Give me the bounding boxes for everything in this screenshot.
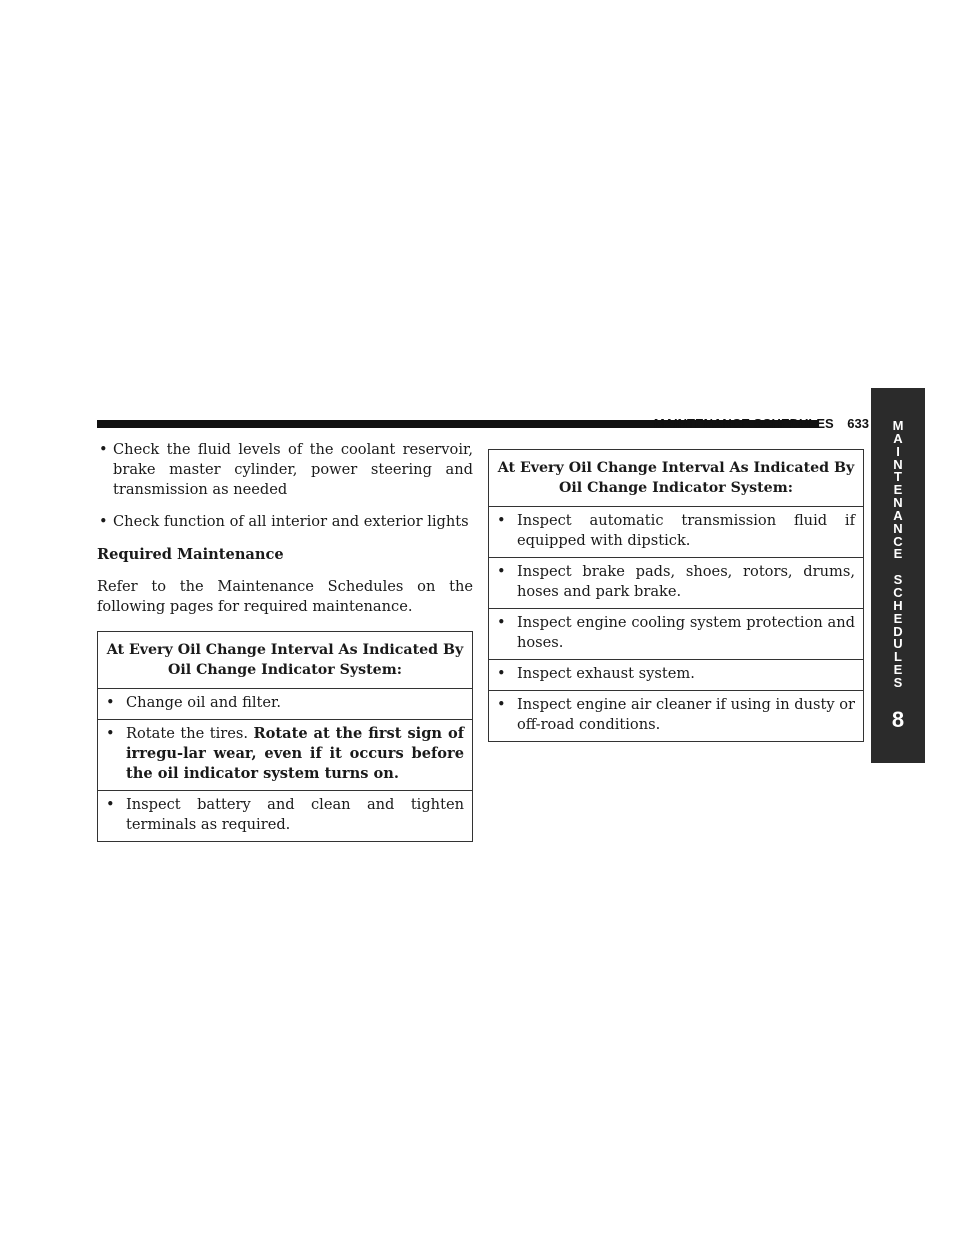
- page-number: 633: [847, 416, 869, 431]
- tab-letter: S: [893, 572, 903, 588]
- table-row-text: Inspect engine cooling system protection…: [517, 614, 855, 651]
- bullet-icon: •: [106, 694, 115, 711]
- table-heading: At Every Oil Change Interval As Indicate…: [98, 632, 472, 689]
- maintenance-table-right: At Every Oil Change Interval As Indicate…: [488, 449, 864, 742]
- left-column: • Check the fluid levels of the coolant …: [97, 440, 473, 842]
- tab-letter: N: [893, 495, 903, 511]
- tab-letter: U: [893, 636, 903, 652]
- tab-letter: L: [894, 649, 902, 665]
- tab-letter: A: [893, 430, 903, 446]
- bullet-icon: •: [497, 563, 506, 580]
- table-heading: At Every Oil Change Interval As Indicate…: [489, 450, 863, 507]
- tab-letter: C: [893, 584, 903, 600]
- table-row-text: Inspect exhaust system.: [517, 665, 695, 682]
- tab-letter: T: [894, 469, 902, 485]
- section-heading: Required Maintenance: [97, 546, 284, 563]
- tab-letter: I: [896, 443, 900, 459]
- table-row: • Inspect engine cooling system protecti…: [489, 609, 863, 660]
- tab-letter: E: [893, 610, 903, 626]
- intro-paragraph: Refer to the Maintenance Schedules on th…: [97, 578, 473, 615]
- bullet-icon: •: [497, 665, 506, 682]
- table-row: • Inspect automatic transmission fluid i…: [489, 507, 863, 558]
- bullet-icon: •: [99, 441, 108, 458]
- tab-letter: C: [893, 533, 903, 549]
- tab-letter: S: [893, 674, 903, 690]
- list-item: • Check the fluid levels of the coolant …: [97, 440, 473, 500]
- right-column: At Every Oil Change Interval As Indicate…: [488, 449, 864, 742]
- header-rule: [97, 420, 819, 428]
- table-row-text: Inspect engine air cleaner if using in d…: [517, 696, 855, 733]
- table-row-text: Change oil and filter.: [126, 694, 282, 711]
- table-row: • Inspect brake pads, shoes, rotors, dru…: [489, 558, 863, 609]
- table-row-emphasis: Rotate at the first sign of irregu-lar w…: [126, 725, 464, 782]
- tab-letter: H: [893, 597, 903, 613]
- maintenance-table-left: At Every Oil Change Interval As Indicate…: [97, 631, 473, 842]
- chapter-tab: M A I N T E N A N C E S C H E D U L E S …: [871, 388, 925, 763]
- list-item: • Check function of all interior and ext…: [97, 512, 473, 532]
- table-row-text: Rotate the tires.: [126, 725, 254, 742]
- chapter-tab-letters: M A I N T E N A N C E S C H E D U L E S: [871, 418, 925, 690]
- bullet-icon: •: [106, 796, 115, 813]
- table-row-text: Inspect battery and clean and tighten te…: [126, 796, 464, 833]
- bullet-icon: •: [497, 696, 506, 713]
- tab-letter: N: [893, 520, 903, 536]
- chapter-number: 8: [891, 707, 905, 732]
- table-row: • Inspect engine air cleaner if using in…: [489, 691, 863, 741]
- table-row: • Rotate the tires. Rotate at the first …: [98, 720, 472, 791]
- tab-letter: A: [893, 507, 903, 523]
- tab-letter: E: [893, 546, 903, 562]
- bullet-icon: •: [99, 513, 108, 530]
- tab-letter: E: [893, 662, 903, 678]
- table-row: • Inspect battery and clean and tighten …: [98, 791, 472, 841]
- bullet-icon: •: [497, 614, 506, 631]
- table-row-text: Inspect brake pads, shoes, rotors, drums…: [517, 563, 855, 600]
- tab-letter: E: [893, 482, 903, 498]
- bullet-icon: •: [106, 725, 115, 742]
- table-row-text: Inspect automatic transmission fluid if …: [517, 512, 855, 549]
- running-header: MAINTENANCE SCHEDULES 633: [654, 416, 869, 431]
- section-title: MAINTENANCE SCHEDULES: [653, 416, 834, 431]
- tab-letter: N: [893, 456, 903, 472]
- list-item-text: Check function of all interior and exter…: [113, 513, 469, 530]
- bullet-icon: •: [497, 512, 506, 529]
- list-item-text: Check the fluid levels of the coolant re…: [113, 441, 473, 498]
- table-row: • Change oil and filter.: [98, 689, 472, 720]
- table-row: • Inspect exhaust system.: [489, 660, 863, 691]
- tab-letter: D: [893, 623, 903, 639]
- tab-letter: M: [892, 418, 904, 433]
